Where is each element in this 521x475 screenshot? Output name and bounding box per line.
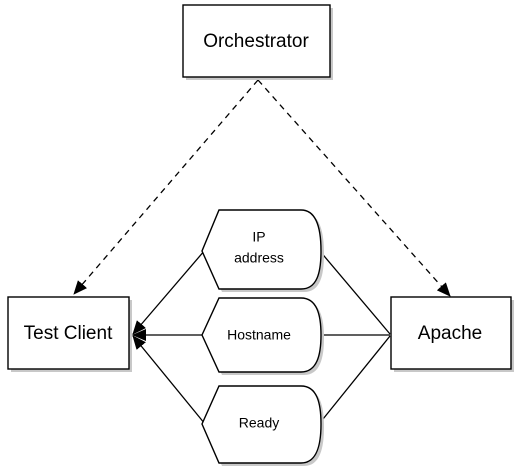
apache-to-ip-address-edge	[318, 249, 391, 335]
orchestrator-to-test-client-edge	[73, 79, 259, 295]
message-hostname-label: Hostname	[227, 327, 291, 343]
orchestrator-to-apache-edge	[257, 79, 451, 297]
message-ip-address: IP address	[201, 209, 324, 292]
apache-to-ready-edge	[318, 335, 391, 425]
apache-node: Apache	[390, 296, 514, 372]
message-ip-address-line2: address	[234, 250, 284, 266]
message-ip-address-line1: IP	[252, 229, 265, 245]
orchestrator-node: Orchestrator	[182, 4, 333, 80]
message-ready-label: Ready	[239, 415, 279, 431]
apache-label: Apache	[418, 323, 482, 344]
test-client-node: Test Client	[7, 296, 132, 372]
test-client-label: Test Client	[24, 323, 113, 344]
message-ready: Ready	[201, 385, 324, 466]
orchestrator-label: Orchestrator	[203, 31, 309, 52]
ready-to-test-client-edge	[132, 335, 206, 425]
message-hostname: Hostname	[201, 297, 324, 375]
ip-address-to-test-client-edge	[132, 249, 206, 335]
